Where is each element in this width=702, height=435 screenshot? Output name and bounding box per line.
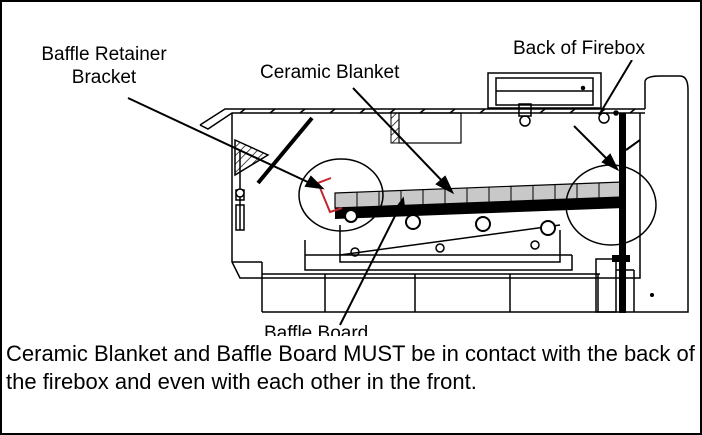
label-back-of-firebox: Back of Firebox xyxy=(511,37,647,60)
front-door-assembly xyxy=(234,116,314,231)
back-wall-bracket xyxy=(612,255,630,262)
leader-lines xyxy=(127,59,633,326)
firebox-back-wall xyxy=(619,113,626,313)
top-plate xyxy=(199,108,645,130)
tube-rack xyxy=(304,224,573,271)
baffle-retainer-bracket xyxy=(316,177,343,214)
label-ceramic-blanket: Ceramic Blanket xyxy=(258,61,402,84)
flue-collar xyxy=(487,72,602,127)
firebox-walls xyxy=(231,113,655,313)
label-baffle-board: Baffle Board xyxy=(264,323,369,336)
label-baffle-retainer-line2: Bracket xyxy=(71,67,137,88)
center-plate-outline xyxy=(398,112,462,144)
label-baffle-retainer-bracket: Baffle Retainer Bracket xyxy=(16,43,192,89)
rear-cabinet xyxy=(634,75,689,313)
baffle-board xyxy=(335,197,624,219)
back-wall-brace xyxy=(625,139,641,151)
air-tubes xyxy=(344,209,556,236)
front-highlight-circle xyxy=(298,158,384,232)
label-baffle-retainer-line1: Baffle Retainer xyxy=(41,44,167,65)
instruction-caption: Ceramic Blanket and Baffle Board MUST be… xyxy=(6,340,696,396)
